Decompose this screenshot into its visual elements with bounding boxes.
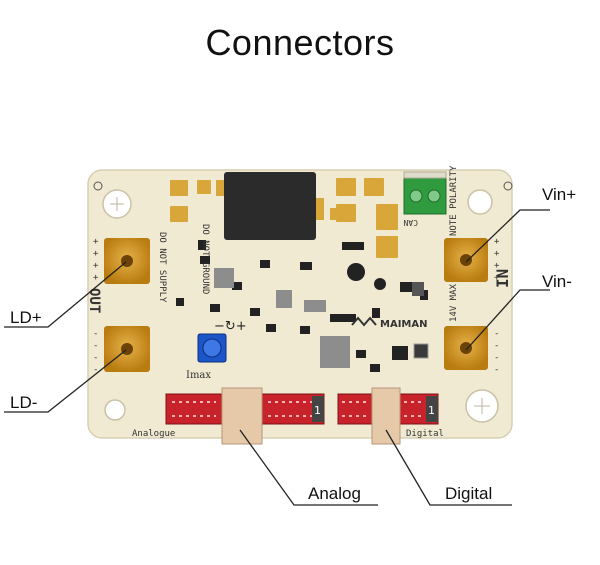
svg-text:-: -	[93, 353, 98, 363]
svg-text:+: +	[93, 261, 99, 271]
pcb-board	[87, 169, 513, 439]
board-label-note-polarity: NOTE POLARITY	[449, 165, 459, 236]
svg-text:+: +	[494, 249, 500, 259]
board-label-do-not-supply: DO NOT SUPPLY	[157, 232, 167, 303]
analog-plug	[221, 387, 263, 445]
can-terminal	[403, 171, 447, 215]
board-label-do-not-ground: DO NOT GROUND	[200, 224, 210, 294]
svg-text:1: 1	[428, 404, 435, 417]
callout-ld-plus: LD+	[10, 308, 42, 327]
board-label-14v-max: 14V MAX	[449, 283, 459, 322]
callout-digital: Digital	[445, 484, 492, 503]
page-title: Connectors	[205, 22, 395, 63]
svg-text:-: -	[93, 329, 98, 339]
board-label-in: IN	[493, 269, 512, 288]
svg-text:+: +	[494, 273, 500, 283]
svg-text:+: +	[494, 237, 500, 247]
mounting-hole	[102, 189, 499, 423]
board-label-can: CAN	[403, 218, 418, 227]
analog-header-left	[165, 393, 223, 425]
maiman-logo: MAIMAN	[351, 316, 427, 330]
board-label-analogue: Analogue	[132, 429, 175, 439]
callout-vin-plus: Vin+	[542, 185, 576, 204]
svg-text:-: -	[494, 365, 499, 375]
digital-plug	[371, 387, 401, 445]
potentiometer: −↻+	[197, 319, 247, 363]
svg-text:+: +	[494, 261, 500, 271]
board-label-imax: Imax	[186, 370, 211, 381]
svg-text:-: -	[93, 365, 98, 375]
svg-text:1: 1	[314, 404, 321, 417]
digital-header-left	[337, 393, 373, 425]
leader-lines	[4, 209, 550, 506]
svg-text:-: -	[494, 329, 499, 339]
board-label-digital: Digital	[406, 429, 444, 439]
svg-text:+: +	[93, 273, 99, 283]
vin-plus-pad	[444, 238, 488, 282]
smd-pads	[170, 178, 398, 258]
svg-text:+: +	[93, 249, 99, 259]
svg-text:-: -	[494, 353, 499, 363]
ld-plus-pad	[104, 238, 150, 284]
svg-text:MAIMAN: MAIMAN	[380, 319, 427, 330]
board-label-out: OUT	[86, 288, 102, 313]
callout-analog: Analog	[308, 484, 361, 503]
analog-header-right: 1	[261, 393, 325, 425]
ld-minus-pad	[104, 326, 150, 372]
svg-text:−↻+: −↻+	[214, 319, 247, 334]
svg-text:+: +	[93, 237, 99, 247]
callout-vin-minus: Vin-	[542, 272, 572, 291]
svg-text:-: -	[93, 341, 98, 351]
svg-text:-: -	[494, 341, 499, 351]
digital-header-right: 1	[399, 393, 439, 425]
callout-ld-minus: LD-	[10, 393, 37, 412]
main-ic	[224, 172, 316, 240]
